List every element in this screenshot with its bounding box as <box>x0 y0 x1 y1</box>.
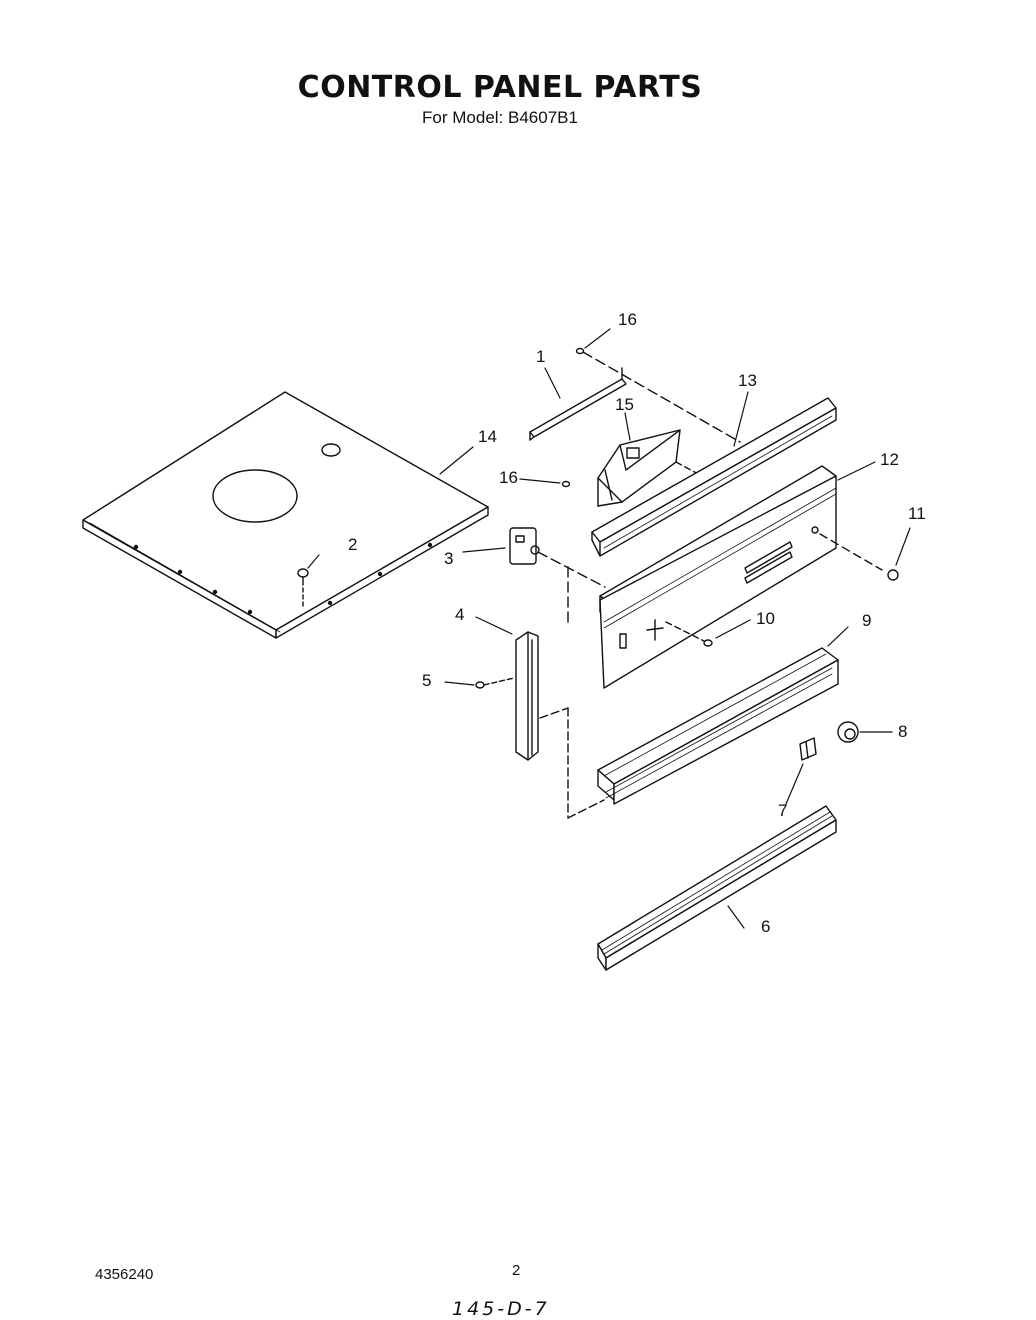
callout-4: 4 <box>455 605 464 624</box>
document-number: 4356240 <box>95 1266 154 1283</box>
callout-12: 12 <box>880 450 899 469</box>
upper-trim-rail-part-13 <box>591 397 837 557</box>
callout-10: 10 <box>756 609 775 628</box>
callout-6: 6 <box>761 917 770 936</box>
callout-5: 5 <box>422 671 431 690</box>
switch-assembly-part-15 <box>597 429 701 507</box>
clip-part-7 <box>799 737 817 761</box>
bottom-trim-part-6 <box>597 805 837 971</box>
model-subtitle: For Model: B4607B1 <box>422 108 578 127</box>
screw-part-10 <box>665 621 713 647</box>
callout-14: 14 <box>478 427 497 446</box>
lower-trim-part-9 <box>597 647 839 805</box>
callout-1: 1 <box>536 347 545 366</box>
screw-part-16-lower <box>561 480 571 488</box>
callout-13: 13 <box>738 371 757 390</box>
handwritten-code: 145-D-7 <box>452 1298 550 1320</box>
knob-part-8 <box>837 721 859 743</box>
plug-part-11 <box>887 569 899 581</box>
screw-part-2 <box>297 568 309 607</box>
leader-lines <box>307 328 911 929</box>
bracket-strip-part-1 <box>529 367 627 441</box>
side-bracket-part-4 <box>515 631 605 819</box>
callout-labels: 1 2 3 4 5 6 7 8 9 10 11 12 13 14 15 16 1… <box>348 310 926 936</box>
screw-part-16-upper <box>575 347 741 443</box>
page-title: CONTROL PANEL PARTS <box>297 70 703 105</box>
callout-16-upper: 16 <box>618 310 637 329</box>
callout-11: 11 <box>908 504 926 523</box>
callout-15: 15 <box>615 395 634 414</box>
callout-7: 7 <box>778 801 787 820</box>
callout-9: 9 <box>862 611 871 630</box>
callout-2: 2 <box>348 535 357 554</box>
top-panel-part <box>82 391 489 639</box>
switch-part-3 <box>509 527 606 623</box>
callout-8: 8 <box>898 722 907 741</box>
control-panel-part-12 <box>599 465 883 689</box>
callout-16-lower: 16 <box>499 468 518 487</box>
callout-3: 3 <box>444 549 453 568</box>
page-number: 2 <box>512 1262 521 1279</box>
screw-part-5 <box>475 677 515 689</box>
